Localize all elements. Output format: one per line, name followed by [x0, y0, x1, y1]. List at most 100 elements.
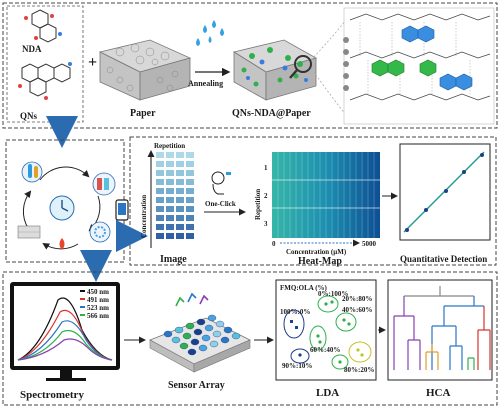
image-grid-cell: [166, 197, 174, 203]
sensor-well: [198, 344, 208, 352]
image-grid-cell: [166, 233, 174, 239]
lda-plot-frame: [275, 279, 377, 381]
spectrometry-label: Spectrometry: [20, 389, 84, 401]
functionalized-paper-illustration: [232, 39, 318, 101]
image-grid-cell: [156, 215, 164, 221]
qns-molecule: [18, 62, 72, 100]
heatmap-xlabel: Concentration (μM): [286, 248, 347, 256]
sensor-wells: [163, 314, 241, 356]
image-grid-cell: [186, 224, 194, 230]
image-grid-cell: [166, 170, 174, 176]
sensor-well: [182, 332, 192, 340]
image-grid-cell: [166, 179, 174, 185]
image-grid: [156, 152, 194, 239]
lda-label: LDA: [316, 387, 339, 399]
image-grid-cell: [166, 215, 174, 221]
sensor-well: [209, 340, 219, 348]
hand-click-icon: [211, 171, 231, 195]
image-grid-cell: [176, 197, 184, 203]
image-grid-cell: [156, 224, 164, 230]
bottom-panel-border: [2, 271, 498, 406]
image-grid-cell: [186, 206, 194, 212]
image-grid-cell: [186, 161, 194, 167]
svg-text:40%:60%: 40%:60%: [342, 306, 372, 314]
wavelength-legend: 450 nm 491 nm 523 nm 566 nm: [80, 288, 109, 320]
paper-label: Paper: [130, 108, 156, 119]
image-grid-cell: [156, 161, 164, 167]
sensor-well: [187, 348, 197, 356]
image-grid-cell: [176, 170, 184, 176]
zoom-connector: [310, 19, 347, 116]
svg-text:0%:100%: 0%:100%: [318, 290, 348, 298]
image-grid-cell: [156, 179, 164, 185]
heatmap-label: Heat-Map: [298, 256, 342, 267]
sensor-well: [204, 324, 214, 332]
sensor-array-illustration: [149, 317, 251, 373]
sensor-well: [179, 342, 189, 350]
heatmap-cells: [272, 152, 380, 238]
heatmap-body: [272, 152, 380, 238]
image-grid-cell: [156, 152, 164, 158]
nda-molecule: [24, 9, 62, 43]
sensor-well: [220, 336, 230, 344]
sensor-well: [215, 320, 225, 328]
image-grid-cell: [186, 188, 194, 194]
detection-points: [405, 153, 484, 232]
sensor-well: [163, 330, 173, 338]
image-grid-cell: [186, 152, 194, 158]
sensor-well: [223, 326, 233, 334]
image-grid-cell: [186, 215, 194, 221]
nda-label: NDA: [22, 44, 42, 54]
paper-chip-icon: [17, 225, 41, 239]
image-grid-cell: [166, 161, 174, 167]
sensor-well: [231, 332, 241, 340]
gear-icon: [89, 221, 111, 243]
concentration-label: Concentration: [140, 195, 148, 238]
image-grid-cell: [176, 179, 184, 185]
hca-label: HCA: [426, 387, 451, 399]
sensor-well: [196, 318, 206, 326]
hca-plot-frame: [387, 279, 493, 381]
svg-text:20%:80%: 20%:80%: [342, 295, 372, 303]
image-grid-cell: [186, 233, 194, 239]
wavelength-523: 523 nm: [87, 304, 109, 312]
image-grid-cell: [176, 161, 184, 167]
reagent-drops: [175, 292, 209, 307]
water-drops-icon: [196, 20, 224, 46]
image-grid-cell: [186, 170, 194, 176]
detection-label: Quantitative Detection: [400, 254, 487, 264]
lda-group-labels: 100%:0% 0%:100% 20%:80% 40%:60% 60%:40% …: [280, 290, 374, 374]
plus-sign: +: [88, 54, 97, 71]
wavelength-566: 566 nm: [87, 312, 109, 320]
cellulose-zoom-illustration: [343, 7, 495, 125]
image-grid-cell: [186, 197, 194, 203]
sensor-array-label: Sensor Array: [168, 380, 225, 391]
image-grid-cell: [156, 233, 164, 239]
image-grid-cell: [176, 224, 184, 230]
image-grid-cell: [166, 224, 174, 230]
sensor-well: [201, 334, 211, 342]
sensor-well: [185, 322, 195, 330]
top-panel-border: [2, 2, 498, 129]
image-grid-cell: [176, 215, 184, 221]
sample-vials-icon: [92, 172, 116, 196]
middle-right-panel-border: [129, 136, 497, 266]
test-tube-icon: [21, 161, 43, 183]
image-grid-cell: [186, 179, 194, 185]
heatmap-row-1: 1: [264, 164, 268, 172]
image-label: Image: [160, 254, 187, 265]
sensor-well: [171, 336, 181, 344]
heatmap-x-end: 5000: [362, 240, 377, 248]
lda-points: [290, 300, 364, 364]
wavelength-450: 450 nm: [87, 288, 109, 296]
sensor-well: [193, 328, 203, 336]
wavelength-491: 491 nm: [87, 296, 109, 304]
one-click-label: One-Click: [205, 200, 236, 208]
image-grid-cell: [156, 197, 164, 203]
sensor-well: [174, 326, 184, 334]
svg-text:90%:10%: 90%:10%: [282, 362, 312, 370]
paper-mesh-illustration: [98, 39, 192, 101]
phone-icon: [115, 199, 129, 221]
heatmap-x-start: 0: [272, 240, 276, 248]
image-grid-cell: [156, 188, 164, 194]
